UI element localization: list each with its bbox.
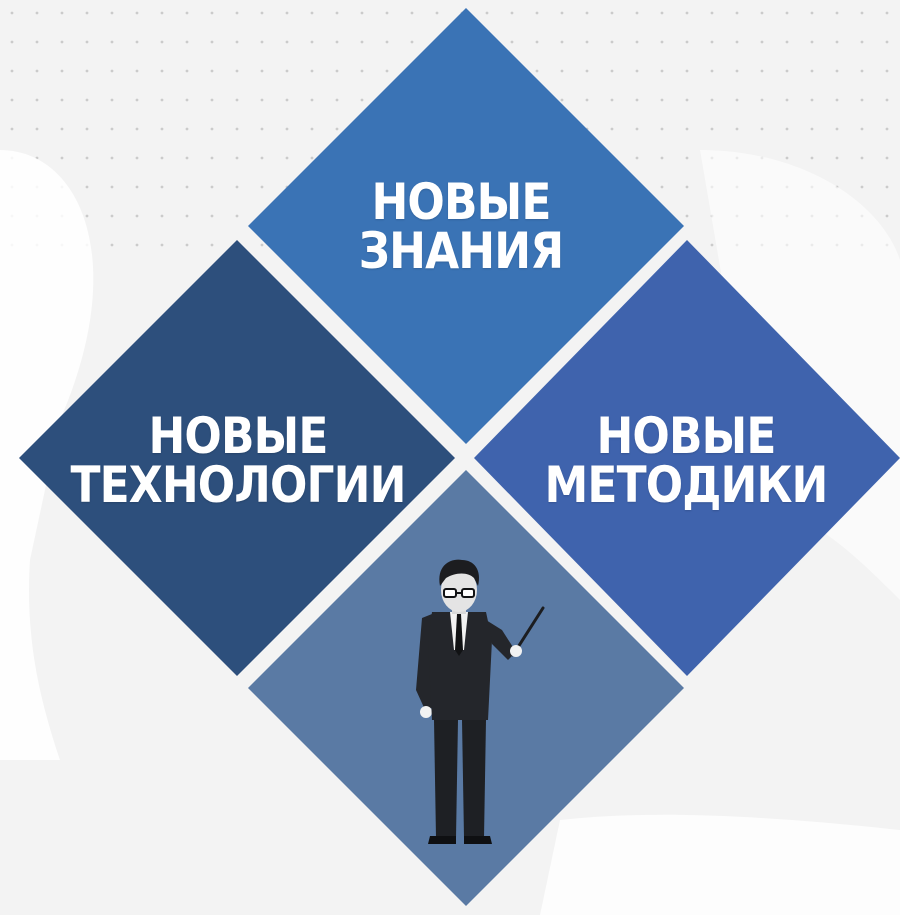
diamond-right-methods xyxy=(474,240,900,676)
label-new-technologies: НОВЫЕ ТЕХНОЛОГИИ xyxy=(70,407,406,514)
label-new-methods-line1: НОВЫЕ xyxy=(596,407,776,465)
label-new-technologies-line2: ТЕХНОЛОГИИ xyxy=(70,456,406,514)
diamond-top-knowledge xyxy=(248,8,684,444)
label-new-methods-line2: МЕТОДИКИ xyxy=(544,456,828,514)
label-new-methods: НОВЫЕ МЕТОДИКИ xyxy=(544,407,828,514)
diamond-left-technologies xyxy=(19,240,455,676)
label-new-technologies-line1: НОВЫЕ xyxy=(148,407,328,465)
label-new-knowledge-line2: ЗНАНИЯ xyxy=(358,222,564,280)
teacher-with-pointer-icon xyxy=(416,559,545,844)
background-band-bottom xyxy=(540,814,900,915)
label-new-knowledge-line1: НОВЫЕ xyxy=(371,173,551,231)
label-new-knowledge: НОВЫЕ ЗНАНИЯ xyxy=(358,173,564,280)
